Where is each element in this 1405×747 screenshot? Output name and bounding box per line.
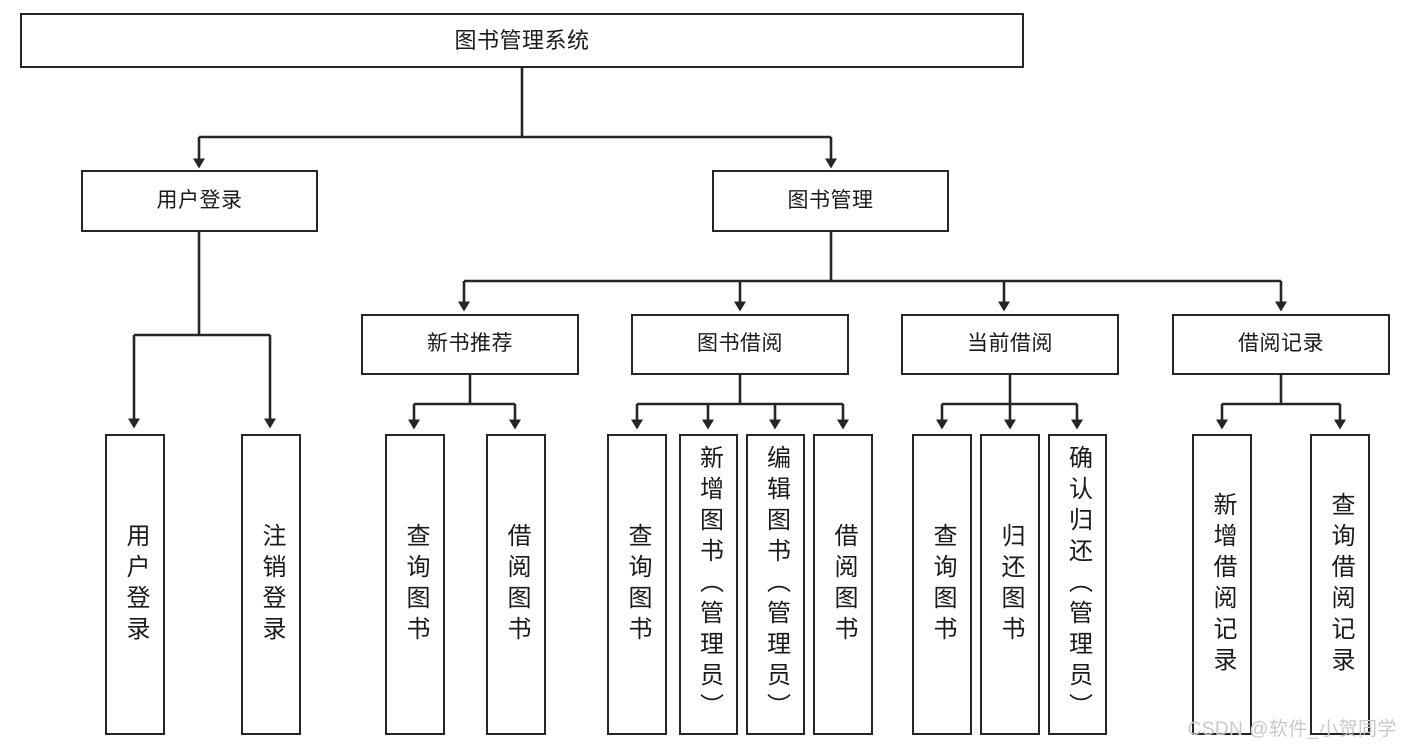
leaf-query-book-2[interactable]: 查询图书 [607, 434, 667, 735]
node-label: 用户登录 [156, 188, 243, 212]
node-label: 图书管理 [787, 188, 874, 212]
node-label: 当前借阅 [967, 332, 1053, 356]
node-label: 图书管理系统 [454, 27, 590, 53]
leaf-edit-book[interactable]: 编辑图书（管理员） [746, 434, 805, 735]
node-root-system[interactable]: 图书管理系统 [20, 13, 1024, 68]
leaf-add-book[interactable]: 新增图书（管理员） [679, 434, 738, 735]
node-label: 借阅图书 [503, 522, 530, 647]
node-label: 确认归还（管理员） [1064, 445, 1092, 724]
leaf-add-record[interactable]: 新增借阅记录 [1192, 434, 1252, 735]
node-label: 新增图书（管理员） [695, 445, 723, 724]
node-user-login[interactable]: 用户登录 [81, 170, 318, 232]
node-label: 新书推荐 [427, 332, 513, 356]
leaf-return-book[interactable]: 归还图书 [980, 434, 1040, 735]
node-label: 查询图书 [402, 522, 429, 647]
leaf-query-record[interactable]: 查询借阅记录 [1310, 434, 1370, 735]
node-book-borrow[interactable]: 图书借阅 [631, 314, 849, 375]
node-label: 用户登录 [122, 522, 149, 647]
node-label: 注销登录 [258, 522, 285, 647]
node-label: 新增借阅记录 [1209, 491, 1236, 678]
node-current-borrow[interactable]: 当前借阅 [901, 314, 1119, 375]
node-label: 查询图书 [929, 522, 956, 647]
node-label: 借阅图书 [830, 522, 857, 647]
leaf-confirm-return[interactable]: 确认归还（管理员） [1048, 434, 1107, 735]
leaf-query-book-1[interactable]: 查询图书 [385, 434, 445, 735]
node-label: 查询借阅记录 [1327, 491, 1354, 678]
node-label: 归还图书 [997, 522, 1024, 647]
node-borrow-record[interactable]: 借阅记录 [1172, 314, 1390, 375]
node-label: 借阅记录 [1238, 332, 1324, 356]
leaf-borrow-book-1[interactable]: 借阅图书 [486, 434, 546, 735]
leaf-user-login[interactable]: 用户登录 [105, 434, 165, 735]
node-label: 图书借阅 [697, 332, 783, 356]
node-label: 编辑图书（管理员） [762, 445, 790, 724]
leaf-query-book-3[interactable]: 查询图书 [912, 434, 972, 735]
watermark-text: CSDN @软件_小贺同学 [1187, 719, 1397, 740]
node-new-book-recommend[interactable]: 新书推荐 [361, 314, 579, 375]
leaf-user-logout[interactable]: 注销登录 [241, 434, 301, 735]
node-label: 查询图书 [624, 522, 651, 647]
node-book-management[interactable]: 图书管理 [712, 170, 949, 232]
leaf-borrow-book-2[interactable]: 借阅图书 [813, 434, 873, 735]
